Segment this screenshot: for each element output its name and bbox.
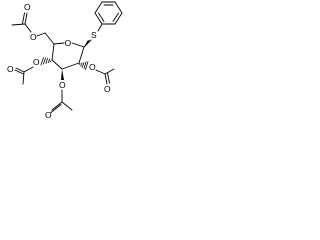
bond-c5-c6 [44,32,55,45]
pyranose-ring [51,42,85,70]
bond-c6-o6 [36,32,46,37]
acetyl-group-4 [14,66,34,85]
oac2-carbonyl-oxygen-label: O [104,84,111,94]
acetyl-group-6 [11,12,32,33]
oac4-carbonyl-oxygen-label: O [7,64,14,74]
bond-phenyl-sulfur [97,23,103,32]
oac6-carbonyl-oxygen-label: O [24,2,31,12]
bond-c2-o2 [78,61,89,70]
phenyl-ring [94,1,123,25]
oac6-ester-oxygen-label: O [30,32,37,42]
bond-c4-o4 [40,57,52,66]
oac2-ester-oxygen-label: O [89,62,96,72]
acetyl-group-3 [50,89,73,113]
bond-c1-sulfur-wedge [84,40,90,47]
oac3-ester-oxygen-label: O [59,80,66,90]
bond-c3-o3 [61,69,64,80]
sulfur-label: S [91,30,97,40]
acetyl-group-2 [95,68,115,85]
oac4-ester-oxygen-label: O [33,57,40,67]
ring-oxygen-label: O [65,38,72,48]
oac3-carbonyl-oxygen-label: O [45,110,52,120]
chemical-structure: S O O O O O [7,1,123,120]
